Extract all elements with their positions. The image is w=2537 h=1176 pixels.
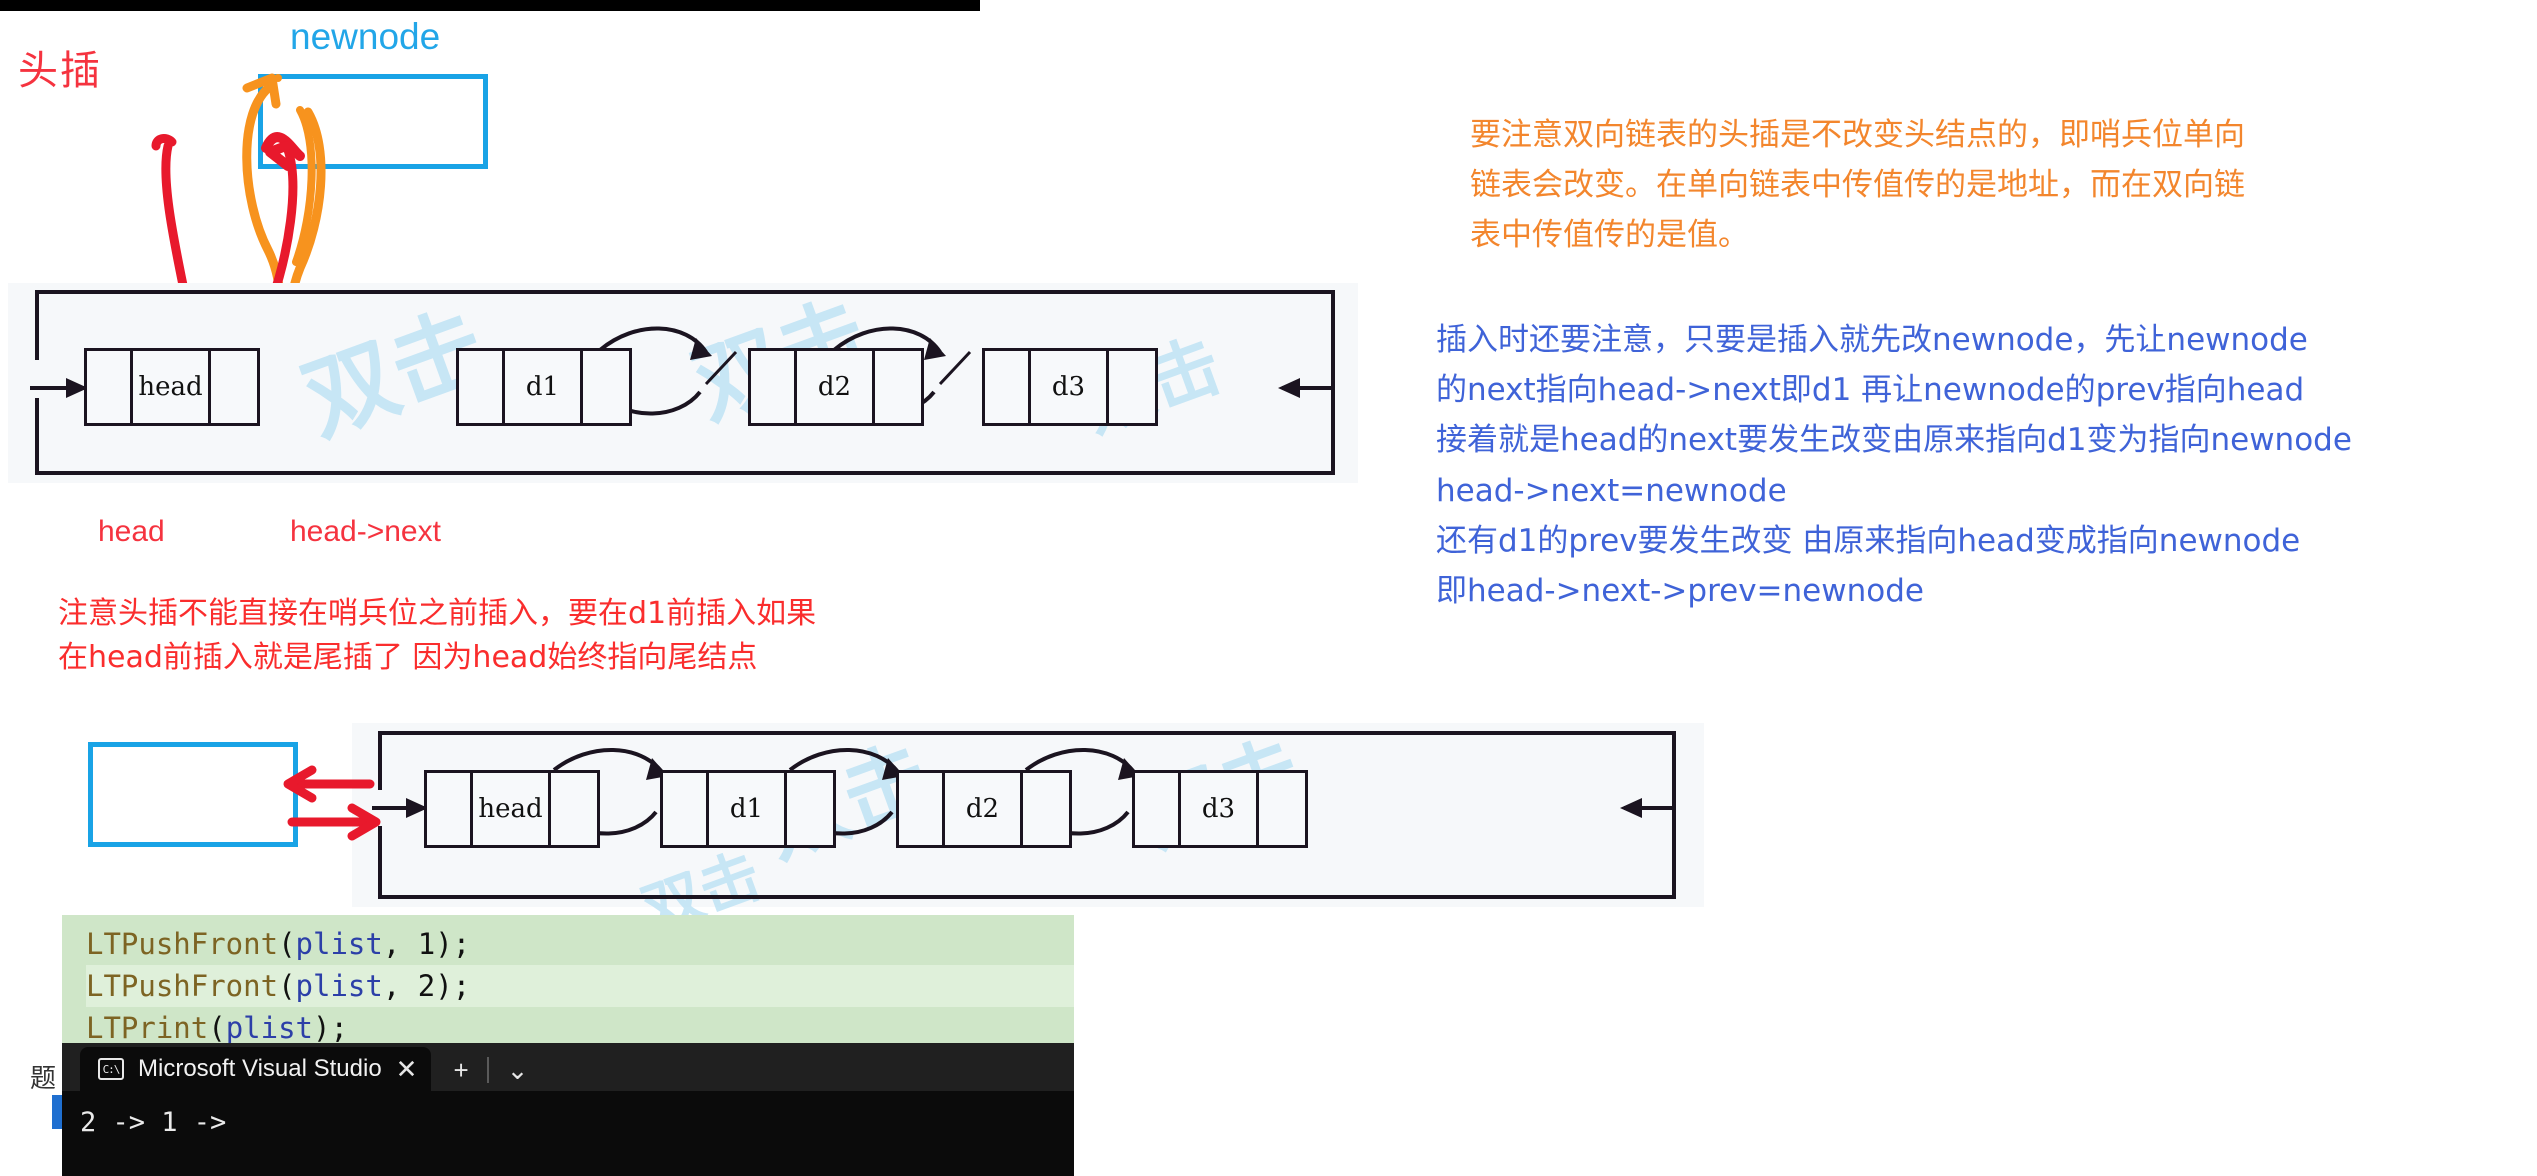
list2-node-d2: d2: [896, 770, 1072, 848]
code-arg: plist: [295, 927, 383, 961]
code-close: );: [435, 927, 471, 961]
code-arg: 1: [417, 927, 436, 961]
close-icon[interactable]: ✕: [395, 1054, 418, 1084]
node-value: d2: [945, 773, 1023, 845]
node-prev-cell: [663, 773, 709, 845]
code-paren: (: [208, 1011, 226, 1045]
new-tab-icon[interactable]: +: [453, 1055, 469, 1085]
ring-gap-mask: [372, 790, 386, 826]
orange-note-line: 表中传值传的是值。: [1470, 217, 1749, 254]
page-title: 头插: [18, 48, 102, 94]
node-value: d1: [505, 351, 583, 423]
terminal-tab-actions: + ⌄: [453, 1057, 528, 1091]
terminal-output: 2 -> 1 ->: [80, 1107, 227, 1138]
node-prev-cell: [427, 773, 473, 845]
divider: [486, 1057, 489, 1083]
node-value: d2: [797, 351, 875, 423]
blue-note-line: 的next指向head->next即d1 再让newnode的prev指向hea…: [1436, 372, 2305, 409]
list-node-head: head: [84, 348, 260, 426]
code-block[interactable]: LTPushFront(plist, 1); LTPushFront(plist…: [62, 915, 1074, 1047]
list-node-d3: d3: [982, 348, 1158, 426]
node-value: d3: [1181, 773, 1259, 845]
code-comma: ,: [382, 969, 418, 1003]
node-prev-cell: [1135, 773, 1181, 845]
code-close: );: [313, 1011, 348, 1045]
blue-note-line: 接着就是head的next要发生改变由原来指向d1变为指向newnode: [1436, 422, 2352, 459]
node-next-cell: [787, 773, 833, 845]
node-next-cell: [875, 351, 921, 423]
chevron-down-icon[interactable]: ⌄: [506, 1055, 529, 1085]
node-next-cell: [551, 773, 597, 845]
code-line: LTPushFront(plist, 1);: [86, 923, 1074, 965]
blue-note-line: 即head->next->prev=newnode: [1436, 573, 1924, 610]
code-line: LTPrint(plist);: [86, 1007, 1074, 1047]
red-note-line: 注意头插不能直接在哨兵位之前插入，要在d1前插入如果: [58, 596, 817, 631]
background-blue-marker: [52, 1095, 64, 1129]
code-fn: LTPrint: [86, 1011, 209, 1045]
list2-node-d3: d3: [1132, 770, 1308, 848]
code-arg: plist: [225, 1011, 313, 1045]
node-prev-cell: [985, 351, 1031, 423]
code-line: LTPushFront(plist, 2);: [86, 965, 1074, 1007]
blue-note-line: 还有d1的prev要发生改变 由原来指向head变成指向newnode: [1436, 522, 2301, 559]
node-next-cell: [1259, 773, 1305, 845]
code-arg: 2: [417, 969, 436, 1003]
console-icon: C:\: [98, 1058, 124, 1080]
code-fn: LTPushFront: [86, 969, 279, 1003]
code-paren: (: [278, 969, 296, 1003]
node-next-cell: [1023, 773, 1069, 845]
node-next-cell: [1109, 351, 1155, 423]
list2-node-d1: d1: [660, 770, 836, 848]
node-prev-cell: [899, 773, 945, 845]
node-prev-cell: [87, 351, 133, 423]
ring-gap-mask: [29, 360, 43, 398]
newnode-label: newnode: [290, 16, 441, 57]
code-comma: ,: [382, 927, 418, 961]
node-next-cell: [583, 351, 629, 423]
node-prev-cell: [459, 351, 505, 423]
red-note-block: 注意头插不能直接在哨兵位之前插入，要在d1前插入如果 在head前插入就是尾插了…: [58, 592, 1168, 679]
node-next-cell: [211, 351, 257, 423]
red-note-line: 在head前插入就是尾插了 因为head始终指向尾结点: [58, 639, 758, 675]
label-head-next: head->next: [290, 515, 441, 548]
blue-note-line: head->next=newnode: [1436, 472, 1787, 509]
node-prev-cell: [751, 351, 797, 423]
terminal-tab-bar: C:\ Microsoft Visual Studio ✕ + ⌄: [62, 1043, 1074, 1091]
terminal-tab-title: Microsoft Visual Studio: [138, 1055, 382, 1082]
code-close: );: [435, 969, 471, 1003]
label-head: head: [98, 515, 165, 548]
node-value: d1: [709, 773, 787, 845]
background-glyph: 题: [30, 1064, 57, 1094]
list-node-d1: d1: [456, 348, 632, 426]
blue-note-line: 插入时还要注意，只要是插入就先改newnode，先让newnode: [1436, 322, 2308, 358]
orange-note-line: 要注意双向链表的头插是不改变头结点的，即哨兵位单向: [1470, 117, 2245, 153]
code-paren: (: [278, 927, 296, 961]
terminal-tab[interactable]: C:\ Microsoft Visual Studio ✕: [80, 1047, 432, 1091]
orange-note-block: 要注意双向链表的头插是不改变头结点的，即哨兵位单向 链表会改变。在单向链表中传值…: [1470, 110, 2520, 261]
terminal-window[interactable]: C:\ Microsoft Visual Studio ✕ + ⌄ 2 -> 1…: [62, 1043, 1074, 1176]
node-value: head: [133, 351, 211, 423]
node-value: head: [473, 773, 551, 845]
list2-node-head: head: [424, 770, 600, 848]
list-node-d2: d2: [748, 348, 924, 426]
blue-note-block: 插入时还要注意，只要是插入就先改newnode，先让newnode 的next指…: [1436, 315, 2526, 616]
newnode-box-2: [88, 742, 298, 847]
orange-note-line: 链表会改变。在单向链表中传值传的是地址，而在双向链: [1470, 167, 2245, 204]
code-arg: plist: [295, 969, 383, 1003]
newnode-box: [258, 74, 488, 169]
top-black-bar: [0, 0, 980, 11]
node-value: d3: [1031, 351, 1109, 423]
code-fn: LTPushFront: [86, 927, 279, 961]
